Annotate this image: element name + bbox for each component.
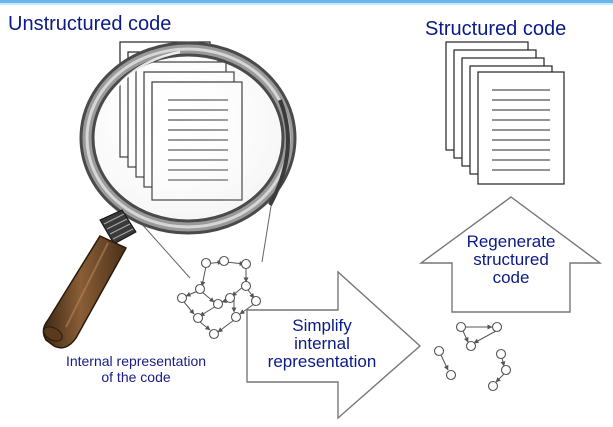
top-border-shadow [0,3,613,5]
simplify-label: Simplify internal representation [247,316,397,372]
regenerate-label: Regenerate structured code [446,232,576,288]
graph-icon [176,255,262,340]
arrow-up-icon [418,196,603,313]
title-structured-code: Structured code [425,18,567,40]
structured-document-stack-icon [445,41,565,185]
simplify-label-line-1: Simplify [292,316,352,335]
caption-line-1: Internal representation [65,353,207,369]
regenerate-label-line-2: structured [473,250,549,270]
simplify-label-line-2: internal [294,334,350,354]
caption-internal-representation: Internal representation of the code [38,353,234,385]
projection-lines [139,199,273,279]
caption-line-2: of the code [101,368,171,385]
title-unstructured-code: Unstructured code [8,13,172,35]
simplify-label-line-3: representation [267,352,377,372]
regenerate-label-line-3: code [492,268,530,288]
top-border [0,0,613,3]
arrow-right-icon [246,270,422,420]
magnifying-glass-icon [42,41,297,349]
simplified-graph-icon [433,321,512,392]
regenerate-label-line-1: Regenerate [466,232,556,251]
